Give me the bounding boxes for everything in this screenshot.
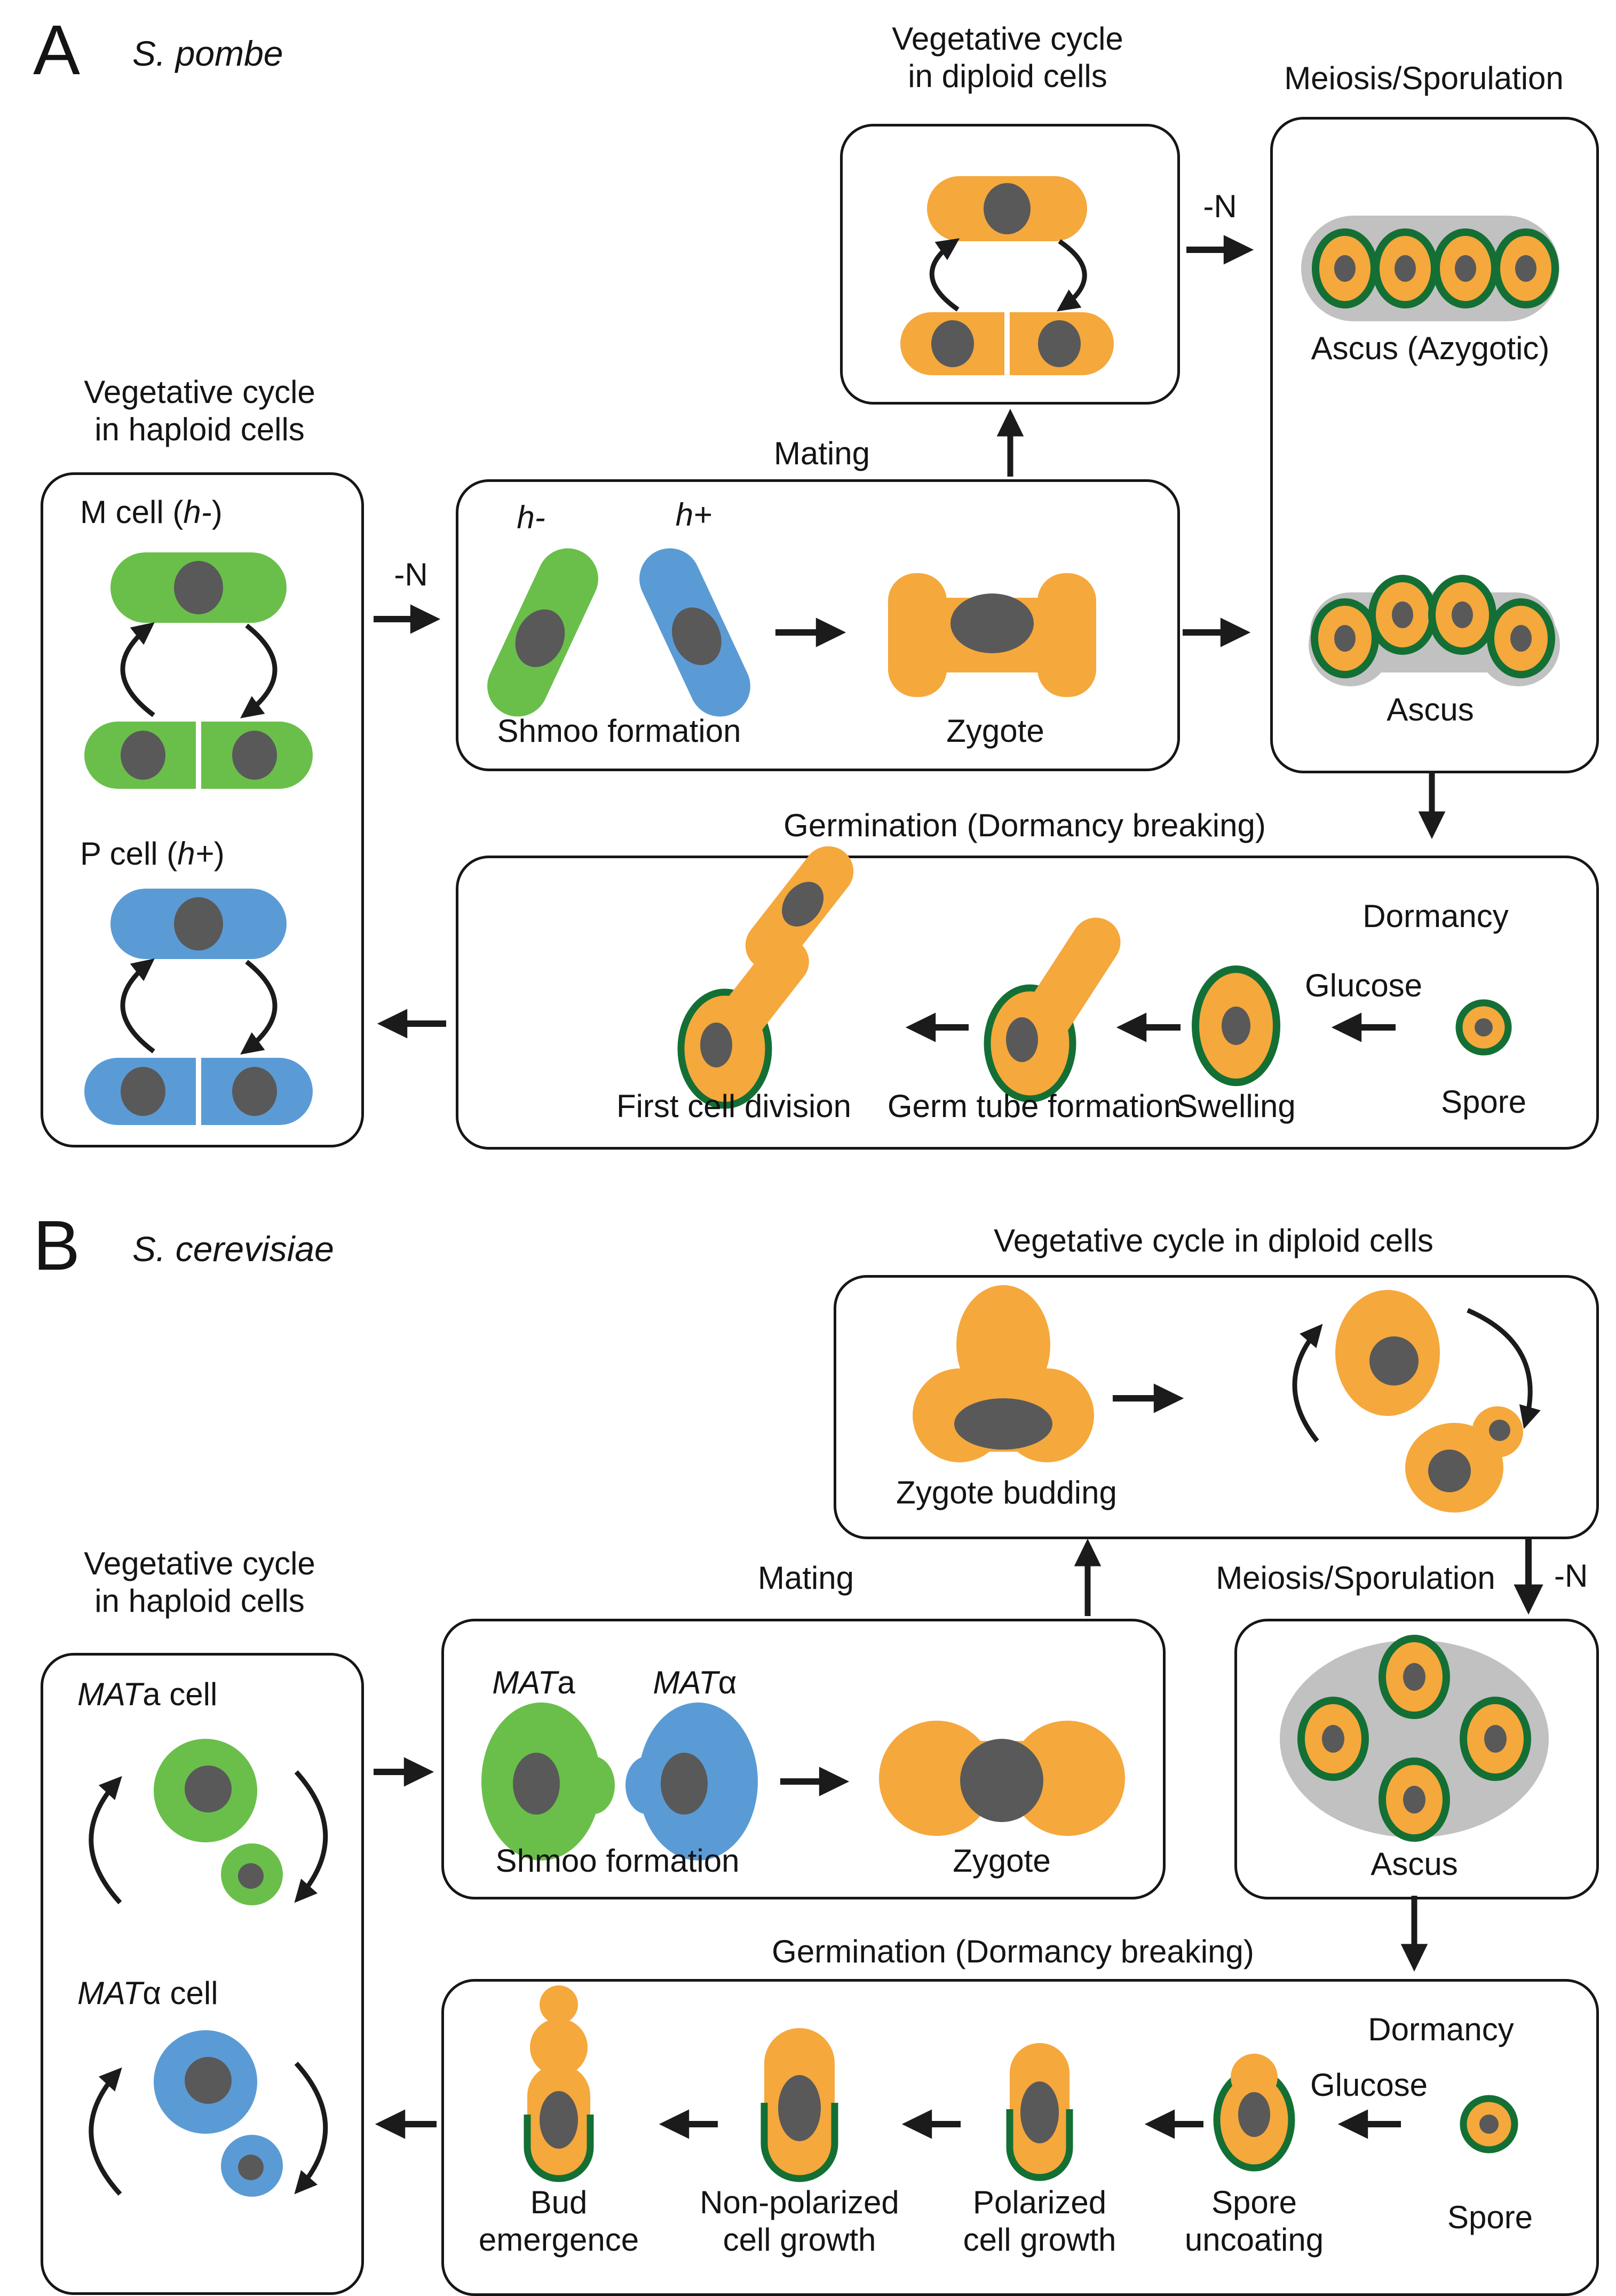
matalpha-label: MATα: [653, 1665, 737, 1700]
germination-title-a: Germination (Dormancy breaking): [783, 807, 1266, 843]
haploid-title-a: Vegetative cycle in haploid cells: [84, 374, 315, 448]
minus-n-label-b: -N: [1554, 1558, 1588, 1594]
shmoo-label-b: Shmoo formation: [495, 1843, 740, 1879]
haploid-cycle-box-a: [41, 472, 364, 1147]
ascus-b-graphic: [1280, 1635, 1549, 1842]
azygotic-ascus-graphic: [1301, 216, 1559, 321]
germ-tube-graphic: [984, 917, 1121, 1103]
mata-cell-label: MATa cell: [77, 1676, 218, 1712]
spore-a-graphic: [1455, 999, 1512, 1056]
zygote-label-a: Zygote: [946, 713, 1044, 749]
germination-title-b: Germination (Dormancy breaking): [772, 1934, 1254, 1969]
h-plus-label: h+: [675, 497, 712, 533]
meiosis-title-b: Meiosis/Sporulation: [1216, 1560, 1495, 1596]
ascus-azygotic-label: Ascus (Azygotic): [1311, 330, 1550, 366]
mating-label-a: Mating: [773, 436, 870, 471]
species-a: S. pombe: [132, 34, 283, 73]
mata-label: MATa: [492, 1665, 575, 1700]
zygote-b-cell: [879, 1721, 1125, 1836]
nonpolarized-growth-graphic: [761, 2028, 838, 2182]
meiosis-title-a: Meiosis/Sporulation: [1284, 60, 1564, 96]
mating-box-a: [456, 479, 1180, 771]
diploid-cycle-graphic-a: [900, 176, 1114, 375]
ascus-label-b: Ascus: [1371, 1846, 1458, 1882]
zygotic-ascus-graphic: [1309, 575, 1560, 686]
mating-label-b: Mating: [757, 1560, 854, 1596]
spore-uncoating-label: Spore uncoating: [1184, 2184, 1324, 2258]
shmoo-h-minus-cell: [487, 548, 598, 717]
spore-uncoating-graphic: [1213, 2054, 1295, 2172]
mating-box-b: [441, 1619, 1166, 1899]
shmoo-matalpha-cell: [625, 1703, 758, 1860]
bud-emergence-label: Bud emergence: [478, 2184, 639, 2258]
dormancy-label-b: Dormancy: [1368, 2012, 1514, 2047]
shmoo-h-plus-cell: [639, 548, 750, 717]
mata-cell-cycle-graphic: [89, 1739, 328, 1905]
zygote-budding-label: Zygote budding: [896, 1475, 1117, 1510]
polarized-label: Polarized cell growth: [963, 2184, 1116, 2258]
germination-box-a: [456, 856, 1599, 1150]
first-division-label: First cell division: [616, 1088, 852, 1124]
h-minus-label: h-: [517, 500, 545, 535]
p-cell-label: P cell (h+): [80, 836, 225, 872]
m-cell-label: M cell (h-): [80, 494, 223, 530]
p-cell-cycle-graphic: [84, 889, 313, 1125]
m-cell-cycle-graphic: [84, 552, 313, 789]
dormancy-label-a: Dormancy: [1362, 898, 1509, 934]
minus-n-top-label: -N: [1203, 188, 1237, 224]
zygote-a-cell: [888, 573, 1096, 697]
panel-a-letter: A: [33, 11, 81, 89]
diploid-title-a: Vegetative cycle in diploid cells: [892, 21, 1123, 94]
spore-label-a: Spore: [1440, 1084, 1527, 1120]
glucose-label-b: Glucose: [1310, 2067, 1428, 2103]
germ-tube-label: Germ tube formation: [887, 1088, 1182, 1124]
first-cell-division-graphic: [677, 846, 854, 1109]
zygote-label-b: Zygote: [953, 1843, 1051, 1879]
nonpolarized-label: Non-polarized cell growth: [700, 2184, 899, 2258]
panel-b-letter: B: [33, 1206, 81, 1285]
swelling-graphic: [1192, 965, 1280, 1086]
ascus-label-a: Ascus: [1387, 692, 1474, 727]
diploid-budding-cycle-graphic: [1292, 1290, 1541, 1513]
diploid-cycle-box-a: [840, 124, 1180, 405]
bud-emergence-graphic: [524, 1985, 594, 2182]
spore-label-b: Spore: [1447, 2199, 1533, 2235]
diploid-cycle-box-b: [834, 1275, 1599, 1539]
shmoo-label-a: Shmoo formation: [497, 713, 741, 749]
haploid-title-b: Vegetative cycle in haploid cells: [84, 1546, 315, 1619]
polarized-growth-graphic: [1006, 2043, 1073, 2181]
species-b: S. cerevisiae: [132, 1229, 334, 1269]
diploid-title-b: Vegetative cycle in diploid cells: [994, 1223, 1433, 1258]
glucose-label-a: Glucose: [1304, 968, 1423, 1003]
shmoo-mata-cell: [481, 1703, 615, 1860]
spore-b-graphic: [1460, 2095, 1518, 2154]
swelling-label: Swelling: [1176, 1088, 1296, 1124]
matalpha-cell-cycle-graphic: [89, 2030, 328, 2197]
minus-n-left-label: -N: [394, 557, 428, 592]
zygote-budding-graphic: [913, 1285, 1094, 1462]
matalpha-cell-label: MATα cell: [77, 1975, 218, 2011]
